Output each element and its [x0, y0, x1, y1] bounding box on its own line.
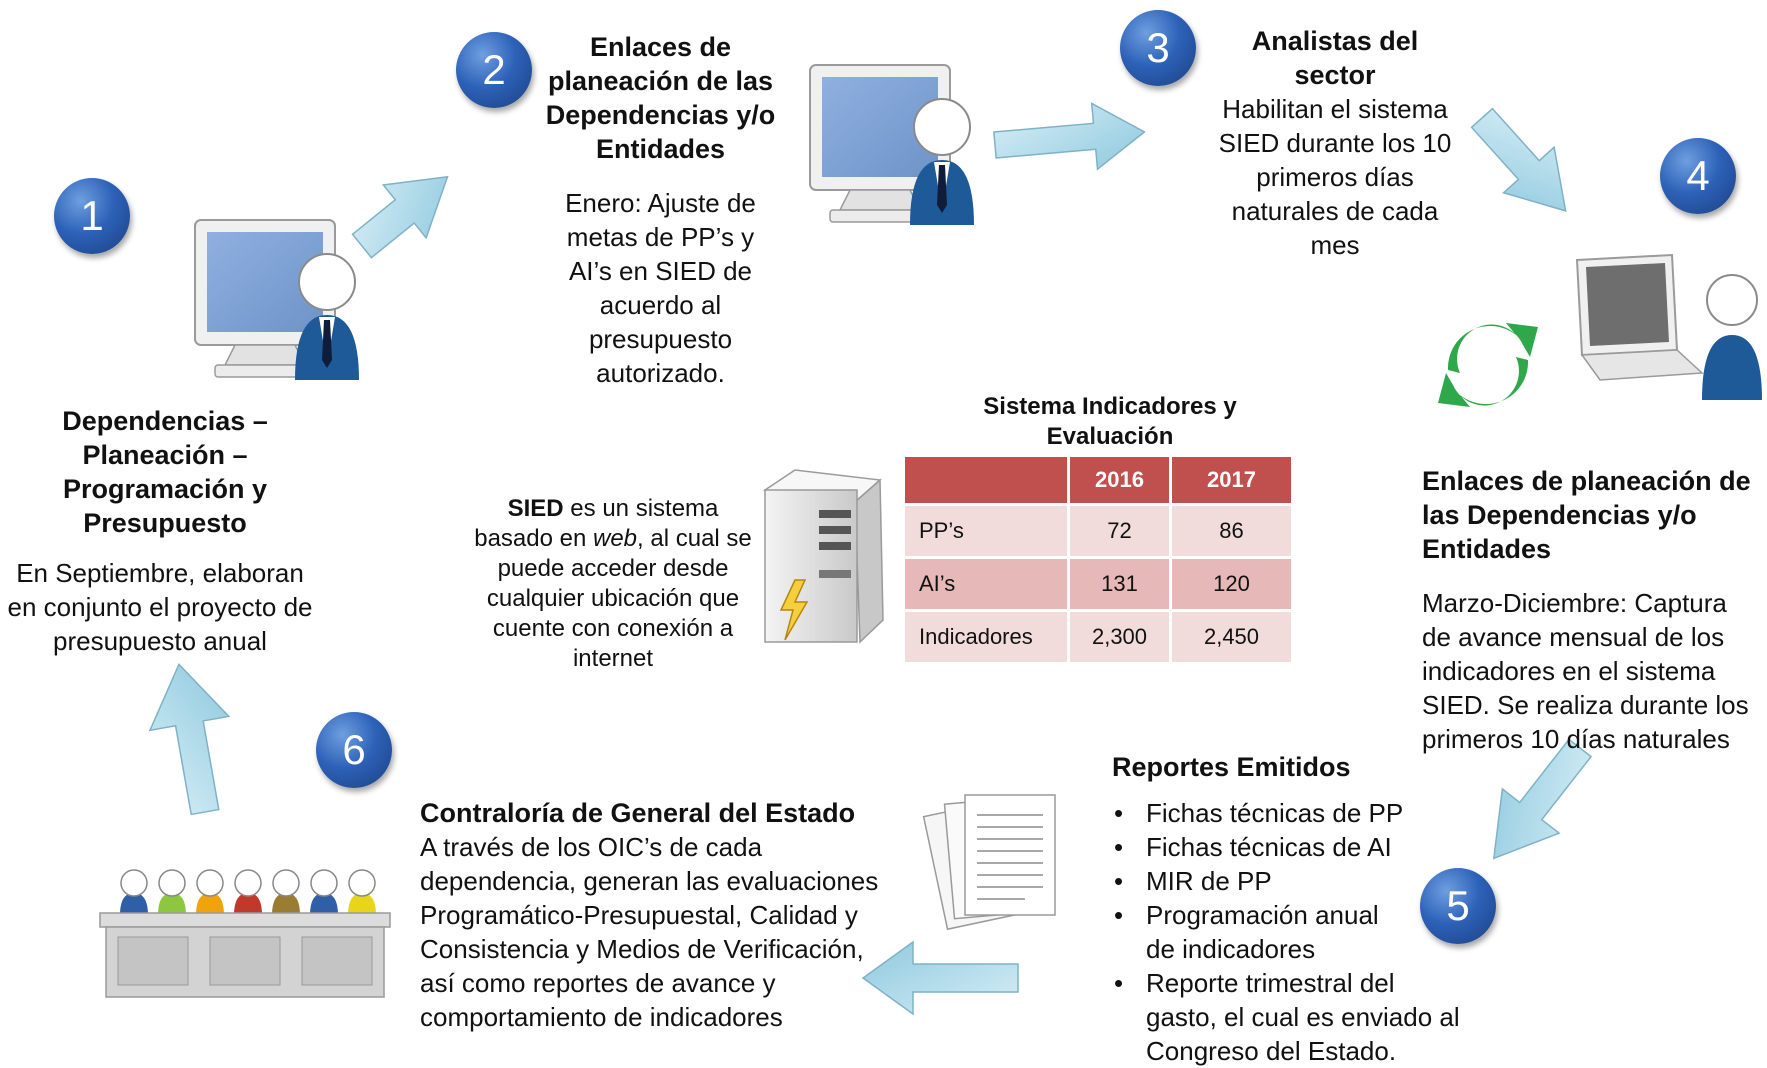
table-header-cell: 2016: [1070, 457, 1169, 503]
arrow-icon: [351, 175, 449, 259]
table-title: Sistema Indicadores y Evaluación: [983, 393, 1237, 450]
documents-icon: [922, 794, 1056, 931]
arrow-icon: [1470, 107, 1567, 212]
step2-title: Enlaces de planeación de las Dependencia…: [545, 32, 776, 164]
step3-body: Habilitan el sistema SIED durante los 10…: [1218, 94, 1452, 260]
sied-note-italic: web: [593, 525, 638, 552]
step-badge-4: 4: [1660, 138, 1736, 214]
table-header-row: 2016 2017: [905, 457, 1291, 503]
sied-table: 2016 2017 PP’s 72 86 AI’s 131 120 Indica…: [902, 454, 1294, 665]
table-cell: 2,450: [1172, 612, 1291, 662]
table-cell: Indicadores: [905, 612, 1067, 662]
step-badge-3: 3: [1120, 10, 1196, 86]
step6-block: Contraloría de General del Estado A trav…: [420, 796, 880, 1034]
arrow-icon: [148, 662, 231, 816]
step4-block: Enlaces de planeación de las Dependencia…: [1422, 464, 1762, 566]
report-list: Fichas técnicas de PP Fichas técnicas de…: [1112, 796, 1467, 1068]
step4-title: Enlaces de planeación de las Dependencia…: [1422, 466, 1751, 564]
table-row: AI’s 131 120: [905, 559, 1291, 609]
table-cell: 120: [1172, 559, 1291, 609]
step6-body: A través de los OIC’s de cada dependenci…: [420, 832, 879, 1032]
table-cell: PP’s: [905, 506, 1067, 556]
step3-title: Analistas del sector: [1251, 26, 1419, 90]
report-item: Fichas técnicas de AI: [1112, 830, 1467, 864]
laptop-user-icon: [1575, 253, 1762, 400]
step-badge-1: 1: [54, 178, 130, 254]
step2-body: Enero: Ajuste de metas de PP’s y AI’s en…: [565, 188, 756, 388]
table-cell: 2,300: [1070, 612, 1169, 662]
table-header-cell: [905, 457, 1067, 503]
step1-title: Dependencias – Planeación – Programación…: [62, 406, 268, 538]
table-cell: 72: [1070, 506, 1169, 556]
refresh-icon: [1438, 323, 1538, 407]
table-cell: AI’s: [905, 559, 1067, 609]
step6-title: Contraloría de General del Estado: [420, 798, 856, 828]
step-badge-6: 6: [316, 712, 392, 788]
committee-icon: [99, 869, 391, 998]
arrow-icon: [861, 940, 1019, 1016]
step5-block: Reportes Emitidos Fichas técnicas de PP …: [1112, 750, 1460, 1068]
monitor-user-icon: [194, 219, 359, 380]
arrow-icon: [993, 102, 1146, 171]
table-cell: 86: [1172, 506, 1291, 556]
sied-note-text2: , al cual se puede acceder desde cualqui…: [486, 525, 752, 672]
step4-body: Marzo-Diciembre: Captura de avance mensu…: [1422, 588, 1749, 754]
step5-title: Reportes Emitidos: [1112, 752, 1351, 782]
server-icon: [762, 469, 884, 644]
table-header-cell: 2017: [1172, 457, 1291, 503]
step-badge-2: 2: [456, 32, 532, 108]
report-item: Programación anual de indicadores: [1112, 898, 1406, 966]
step2-block: Enlaces de planeación de las Dependencia…: [538, 30, 783, 166]
sied-note-text1: es un sistema basado en: [474, 495, 719, 552]
step1-block: Dependencias – Planeación – Programación…: [40, 404, 290, 540]
report-item: Reporte trimestral del gasto, el cual es…: [1112, 966, 1466, 1068]
table-row: Indicadores 2,300 2,450: [905, 612, 1291, 662]
table-row: PP’s 72 86: [905, 506, 1291, 556]
report-item: MIR de PP: [1112, 864, 1467, 898]
report-item: Fichas técnicas de PP: [1112, 796, 1467, 830]
sied-note: SIED es un sistema basado en web, al cua…: [468, 494, 758, 674]
step3-block: Analistas del sector Habilitan el sistem…: [1210, 24, 1460, 262]
step1-body: En Septiembre, elaboran en conjunto el p…: [7, 558, 313, 656]
sied-note-bold: SIED: [507, 495, 564, 522]
arrow-icon: [1492, 738, 1593, 860]
monitor-user-icon: [809, 64, 974, 225]
table-cell: 131: [1070, 559, 1169, 609]
